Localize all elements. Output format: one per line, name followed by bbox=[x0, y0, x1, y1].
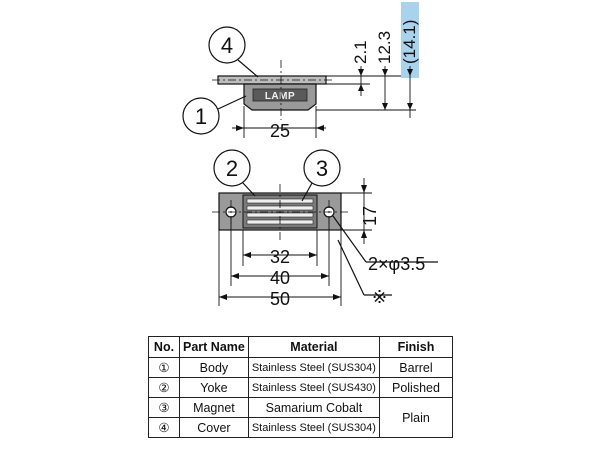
callout-3-label: 3 bbox=[316, 156, 328, 181]
header-no: No. bbox=[148, 336, 180, 358]
dim-50-arrow-left bbox=[219, 294, 227, 300]
table-row: ② Yoke Stainless Steel (SUS430) Polished bbox=[148, 377, 453, 398]
callout-1-circle bbox=[182, 97, 220, 135]
table-row: ① Body Stainless Steel (SUS304) Barrel bbox=[148, 357, 453, 378]
ref-leader bbox=[337, 239, 365, 296]
technical-drawing: LAMP 4 1 25 2.1 12.3 bbox=[182, 2, 438, 309]
dim-2-1-arrow-a bbox=[358, 69, 364, 76]
dim-2-1-text: 2.1 bbox=[351, 40, 370, 64]
dim-12-3-text: 12.3 bbox=[375, 31, 394, 64]
row-part-name: Magnet bbox=[179, 397, 249, 418]
callout-1-leader bbox=[217, 95, 247, 110]
header-finish: Finish bbox=[378, 336, 453, 358]
dim-17-text: 17 bbox=[360, 206, 380, 226]
table-row: ③ Magnet Samarium Cobalt Plain bbox=[148, 397, 453, 438]
row-finish-merged: Plain bbox=[378, 397, 453, 438]
callout-4-circle bbox=[208, 26, 246, 64]
front-view: 2 3 17 2×φ3.5 ※ 32 40 bbox=[212, 149, 438, 309]
parts-table-header: No. Part Name Material Finish bbox=[148, 336, 453, 358]
dim-32-arrow-left bbox=[243, 252, 251, 258]
row-material: Samarium Cobalt bbox=[247, 397, 380, 418]
dim-12-3-arrow-b bbox=[382, 103, 388, 110]
callout-2-circle bbox=[213, 149, 251, 187]
callout-4-leader bbox=[237, 59, 259, 78]
callout-3-leader bbox=[301, 182, 313, 202]
dim-40-text: 40 bbox=[270, 268, 290, 288]
row-material: Stainless Steel (SUS304) bbox=[247, 417, 380, 438]
top-view: LAMP 4 1 25 2.1 12.3 bbox=[182, 2, 419, 141]
row-no: ③ bbox=[148, 397, 180, 418]
row-part-name: Cover bbox=[179, 417, 249, 438]
lamp-plate bbox=[252, 88, 308, 102]
dim-25-arrow-left bbox=[236, 125, 244, 131]
dim-17-arrow-a bbox=[361, 185, 367, 193]
callout-2-label: 2 bbox=[226, 156, 238, 181]
dim-14-1-arrow-a bbox=[407, 69, 413, 76]
dim-32-arrow-right bbox=[309, 252, 317, 258]
header-material: Material bbox=[247, 336, 380, 358]
callout-4-label: 4 bbox=[221, 33, 233, 58]
row-no: ② bbox=[148, 377, 180, 398]
row-finish: Polished bbox=[378, 377, 453, 398]
callout-1-label: 1 bbox=[195, 104, 207, 129]
table-row: ④ Cover Stainless Steel (SUS304) bbox=[148, 417, 453, 438]
callout-2-leader bbox=[242, 182, 256, 197]
row-material: Stainless Steel (SUS304) bbox=[247, 357, 380, 378]
row-no: ④ bbox=[148, 417, 180, 438]
dim-2-1-arrow-b bbox=[358, 84, 364, 91]
callout-3-circle bbox=[303, 149, 341, 187]
hole-leader bbox=[332, 215, 367, 263]
dim-25-text: 25 bbox=[270, 121, 290, 141]
dim-hole-text: 2×φ3.5 bbox=[368, 254, 425, 274]
dim-50-arrow-right bbox=[333, 294, 341, 300]
dim-17-arrow-b bbox=[361, 230, 367, 238]
row-no: ① bbox=[148, 357, 180, 378]
dim-50-text: 50 bbox=[270, 289, 290, 309]
dim-32-text: 32 bbox=[270, 247, 290, 267]
row-part-name: Body bbox=[179, 357, 249, 378]
dim-40-arrow-left bbox=[231, 273, 239, 279]
dim-14-1-text: (14.1) bbox=[400, 20, 419, 64]
dim-14-1-highlight bbox=[401, 2, 419, 78]
row-part-name: Yoke bbox=[179, 377, 249, 398]
parts-table: No. Part Name Material Finish ① Body Sta… bbox=[148, 336, 453, 438]
row-finish: Barrel bbox=[378, 357, 453, 378]
dim-25-arrow-right bbox=[316, 125, 324, 131]
dim-12-3-arrow-a bbox=[382, 69, 388, 76]
header-part-name: Part Name bbox=[179, 336, 249, 358]
dim-14-1-arrow-b bbox=[407, 103, 413, 110]
row-material: Stainless Steel (SUS430) bbox=[247, 377, 380, 398]
ref-mark: ※ bbox=[372, 287, 387, 307]
dim-40-arrow-right bbox=[321, 273, 329, 279]
lamp-text: LAMP bbox=[265, 91, 295, 102]
